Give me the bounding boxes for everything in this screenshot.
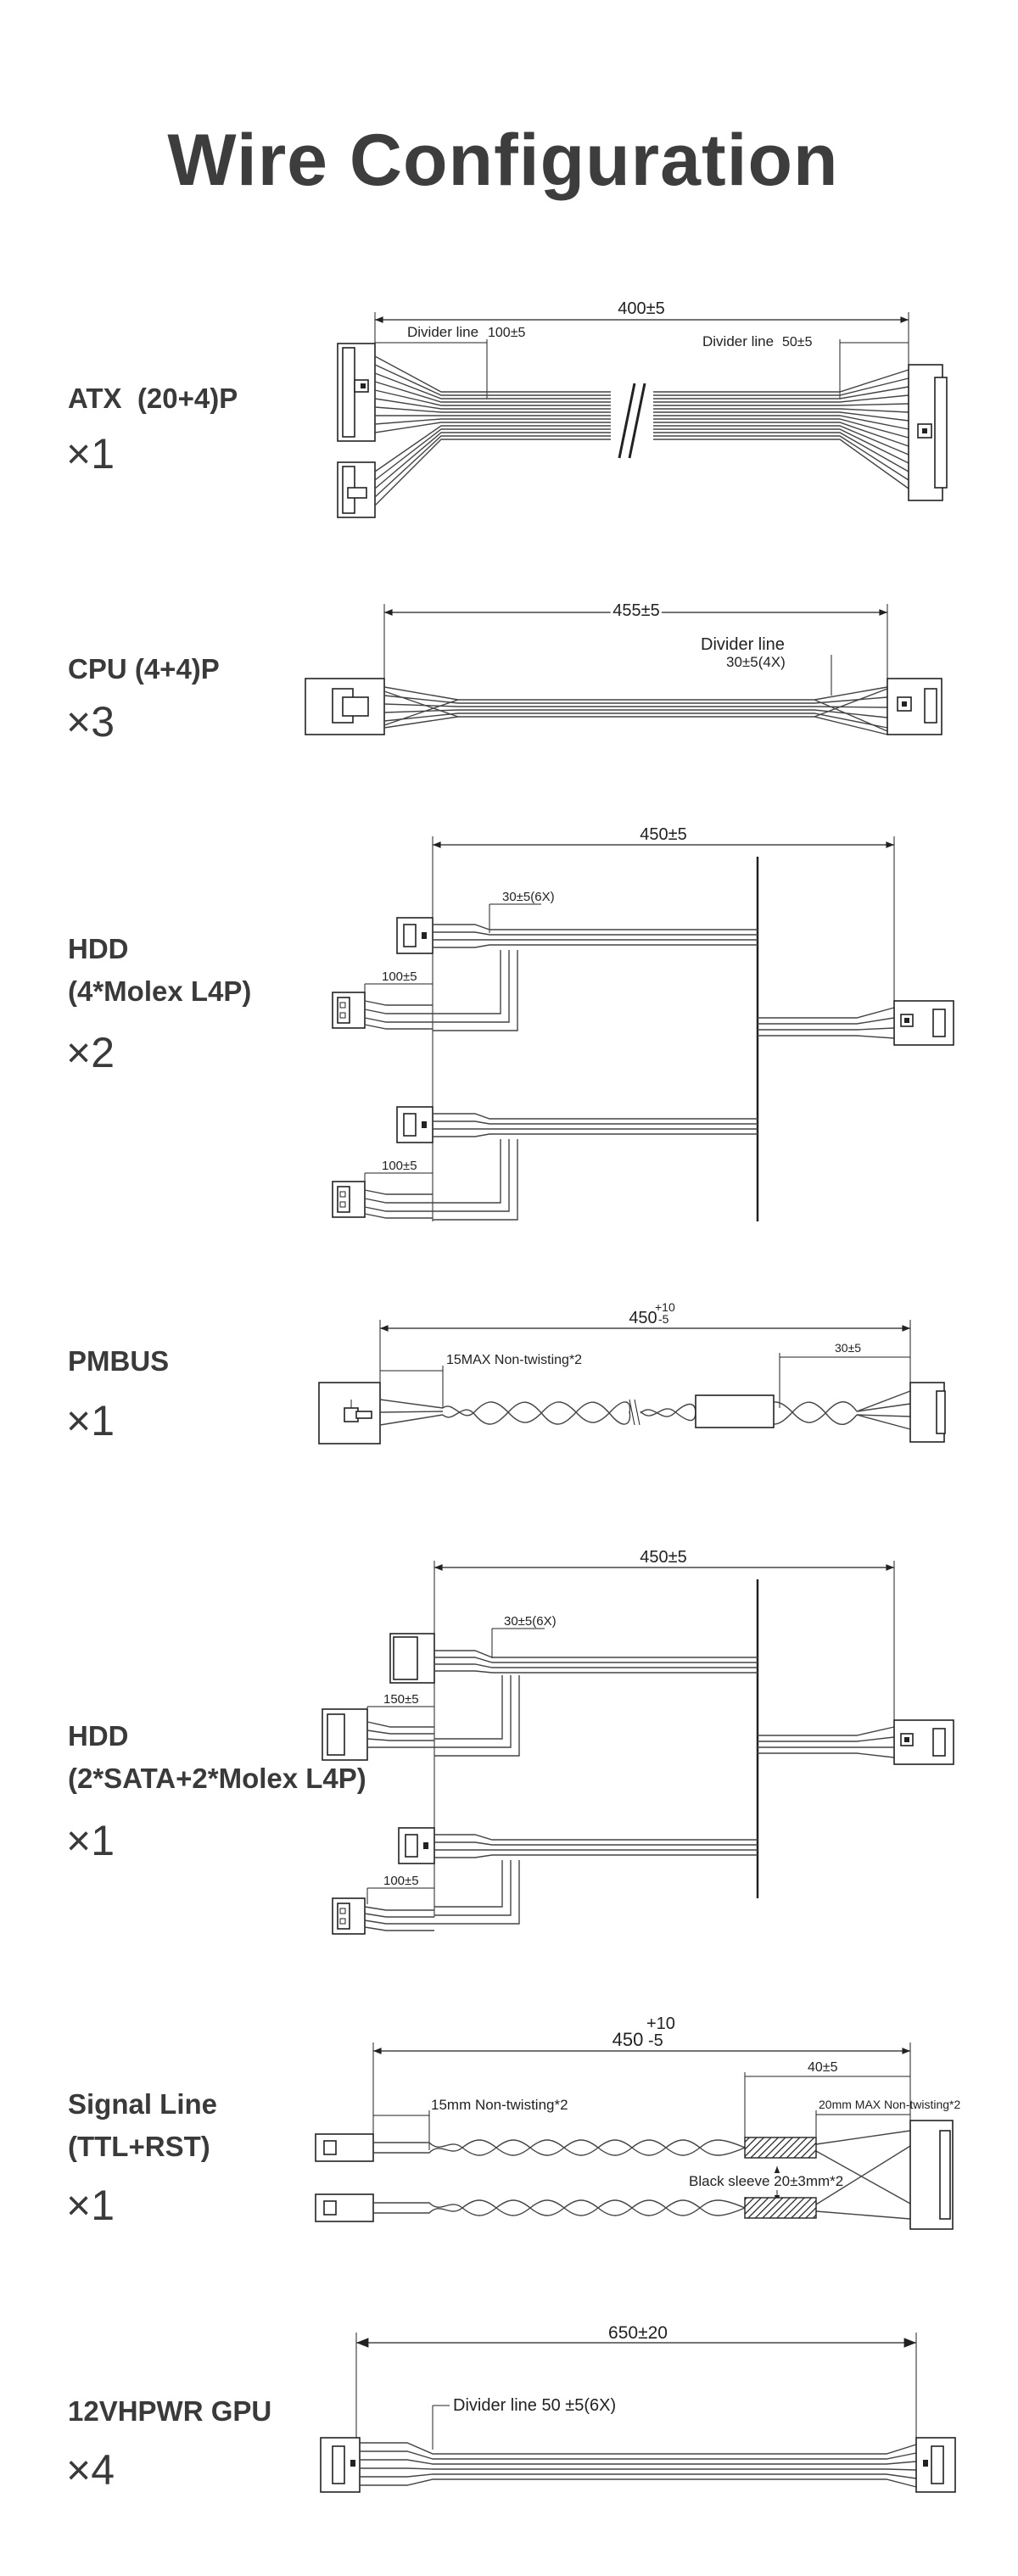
hdd-molex-offset-label-1: 100±5 — [382, 969, 417, 984]
hdd-molex-qty: ×2 — [66, 1029, 115, 1076]
hdd-sata-pitch-label: 30±5(6X) — [504, 1614, 557, 1629]
cpu-length-label: 455±5 — [612, 601, 659, 620]
page-title: Wire Configuration — [167, 120, 839, 201]
hdd-molex-cable-diagram: 450±5 30±5(6X) 100±5 — [332, 825, 954, 1221]
pmbus-cable-diagram: 450 +10 -5 15MAX Non-twisting*2 30±5 — [318, 1300, 946, 1444]
cpu-label: CPU (4+4)P — [68, 653, 220, 685]
atx-divider-label-2: Divider line — [702, 333, 774, 349]
pmbus-length-label: 450 — [629, 1309, 657, 1327]
gpu-divider-label: Divider line 50 ±5(6X) — [453, 2396, 616, 2415]
signal-tol-upper: +10 — [646, 2014, 675, 2033]
signal-label-1: Signal Line — [68, 2088, 218, 2120]
pmbus-non-twisting-label: 15MAX Non-twisting*2 — [446, 1353, 582, 1367]
hdd-molex-pitch-label: 30±5(6X) — [502, 890, 555, 904]
hdd-sata-label-2: (2*SATA+2*Molex L4P) — [68, 1763, 366, 1794]
signal-tol-lower: -5 — [648, 2031, 663, 2050]
gpu-label: 12VHPWR GPU — [68, 2395, 272, 2427]
cpu-divider-value: 30±5(4X) — [726, 654, 786, 670]
cpu-qty: ×3 — [66, 698, 115, 746]
signal-label-2: (TTL+RST) — [68, 2131, 210, 2162]
gpu-length-label: 650±20 — [608, 2323, 668, 2343]
pmbus-tol-upper: +10 — [655, 1300, 675, 1314]
gpu-qty: ×4 — [66, 2446, 115, 2494]
atx-divider-value-2: 50±5 — [782, 335, 813, 349]
signal-non-twisting-right: 20mm MAX Non-twisting*2 — [819, 2098, 960, 2111]
pmbus-end-length-label: 30±5 — [835, 1341, 861, 1355]
hdd-sata-qty: ×1 — [66, 1817, 115, 1864]
signal-length-label: 450 — [612, 2029, 644, 2050]
hdd-sata-cable-diagram: 450±5 30±5(6X) 150±5 — [322, 1548, 954, 1935]
pmbus-label: PMBUS — [68, 1345, 170, 1377]
cpu-divider-label: Divider line — [701, 635, 785, 654]
atx-length-label: 400±5 — [618, 299, 664, 318]
hdd-sata-offset-label-2: 100±5 — [383, 1874, 419, 1888]
gpu-cable-diagram: 650±20 Divider line 50 ±5(6X) — [320, 2323, 956, 2493]
hdd-molex-offset-label-2: 100±5 — [382, 1159, 417, 1173]
hdd-molex-label-1: HDD — [68, 933, 129, 964]
signal-qty: ×1 — [66, 2182, 115, 2229]
hdd-sata-label-1: HDD — [68, 1720, 129, 1752]
atx-divider-label-1: Divider line — [407, 324, 478, 340]
atx-qty: ×1 — [66, 430, 115, 478]
hdd-sata-length-label: 450±5 — [640, 1548, 686, 1567]
cpu-cable-diagram: 455±5 Divider line 30±5(4X) — [305, 599, 942, 735]
atx-cable-diagram: 400±5 Divider line 100±5 Divider line 50… — [337, 299, 948, 518]
pmbus-tol-lower: -5 — [658, 1312, 669, 1326]
hdd-molex-label-2: (4*Molex L4P) — [68, 975, 252, 1007]
atx-label: ATX (20+4)P — [68, 383, 238, 414]
pmbus-qty: ×1 — [66, 1397, 115, 1444]
hdd-molex-length-label: 450±5 — [640, 825, 686, 844]
signal-end-length-label: 40±5 — [808, 2060, 838, 2075]
signal-sleeve-label: Black sleeve 20±3mm*2 — [689, 2173, 843, 2189]
signal-cable-diagram: 450 +10 -5 15mm Non-twisting*2 40±5 20mm… — [315, 2014, 960, 2230]
atx-divider-value-1: 100±5 — [488, 326, 525, 340]
hdd-sata-offset-label-1: 150±5 — [383, 1692, 419, 1707]
signal-non-twisting-left: 15mm Non-twisting*2 — [431, 2097, 568, 2113]
